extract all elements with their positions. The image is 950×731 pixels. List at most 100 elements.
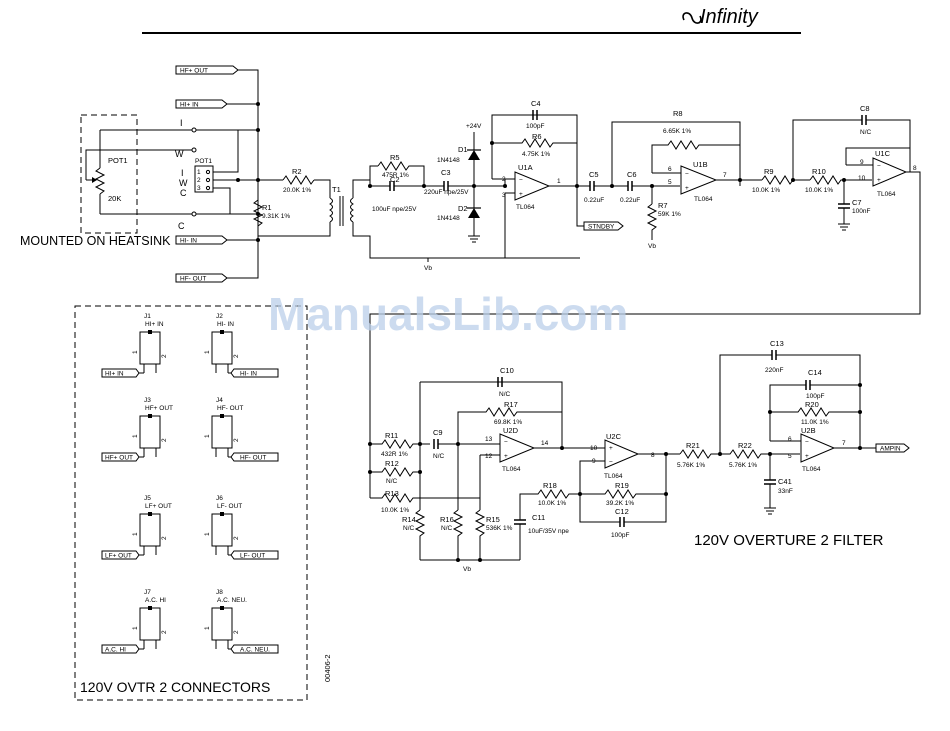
c2-value: 100uF npe/25V — [372, 206, 417, 213]
svg-text:+: + — [805, 453, 809, 460]
vb-label-3: Vb — [463, 566, 471, 573]
r19-ref: R19 — [615, 481, 629, 490]
r2-value: 20.0K 1% — [283, 187, 311, 194]
connector-id: J7 — [144, 589, 151, 596]
c11-value: 10uF/35V npe — [528, 528, 569, 535]
port-stndby-label: STNDBY — [588, 224, 615, 231]
port-hf-neg-out — [175, 273, 228, 283]
r5-value: 475R 1% — [382, 172, 409, 179]
wire-label-c: C — [178, 221, 185, 231]
pot1-name: POT1 — [108, 156, 128, 165]
svg-text:5: 5 — [788, 453, 792, 460]
svg-text:1: 1 — [557, 178, 561, 185]
connectors-panel: 120V OVTR 2 CONNECTORS — [74, 305, 308, 701]
u2d-part: TL064 — [502, 466, 521, 473]
u2b-part: TL064 — [802, 466, 821, 473]
c9-value: N/C — [433, 453, 445, 460]
connector-tab — [220, 512, 224, 516]
svg-text:13: 13 — [485, 436, 493, 443]
u2d-opamp — [499, 433, 536, 463]
connector-flag-label: HF+ OUT — [105, 455, 133, 462]
connector-name: LF+ OUT — [145, 503, 172, 510]
connector-id: J6 — [216, 495, 223, 502]
r18-value: 10.0K 1% — [538, 500, 566, 507]
connector-flag-label: LF+ OUT — [105, 553, 132, 560]
c14-ref: C14 — [808, 368, 822, 377]
c6-ref: C6 — [627, 170, 637, 179]
svg-text:8: 8 — [913, 165, 917, 172]
connector-name: HI+ IN — [145, 321, 164, 328]
pot1-pin-1: 1 — [197, 169, 201, 176]
c10-value: N/C — [499, 391, 511, 398]
port-hi-pos-in-label: HI+ IN — [180, 102, 199, 109]
svg-text:6: 6 — [788, 436, 792, 443]
r13-ref: R13 — [385, 489, 399, 498]
port-ampin-label: AMPIN — [880, 446, 901, 453]
port-ampin — [875, 443, 910, 453]
svg-text:+: + — [877, 177, 881, 184]
connector-j8: J8A.C. NEU.12A.C. NEU. — [204, 589, 279, 654]
connector-flag-label: LF- OUT — [240, 553, 265, 560]
connector-name: A.C. HI — [145, 597, 166, 604]
connector-tab — [148, 414, 152, 418]
u1a-part: TL064 — [516, 204, 535, 211]
r10-ref: R10 — [812, 167, 826, 176]
u1b-stage: C5 0.22uF C6 0.22uF R7 59K 1% Vb − + U1B… — [584, 109, 762, 250]
connector-pin-1: 1 — [204, 434, 211, 438]
pot1-pin-3: 3 — [197, 185, 201, 192]
u2c-ref: U2C — [606, 432, 622, 441]
port-wires — [227, 69, 260, 279]
d1-value: 1N4148 — [437, 157, 460, 164]
r2-resistor — [282, 175, 315, 185]
connectors-boundary — [74, 305, 308, 701]
r6-value: 4.75K 1% — [522, 151, 550, 158]
svg-text:6: 6 — [668, 166, 672, 173]
u1c-ref: U1C — [875, 149, 891, 158]
u1b-ref: U1B — [693, 160, 708, 169]
c10-ref: C10 — [500, 366, 514, 375]
r20-value: 11.0K 1% — [801, 419, 829, 426]
connector-pin-2: 2 — [161, 438, 168, 442]
connector-body — [211, 415, 233, 449]
r5-ref: R5 — [390, 153, 400, 162]
r7-value: 59K 1% — [658, 211, 681, 218]
svg-text:+: + — [685, 185, 689, 192]
connectors-title: 120V OVTR 2 CONNECTORS — [80, 679, 270, 695]
connector-body — [211, 331, 233, 365]
svg-text:10: 10 — [858, 175, 866, 182]
connector-body — [211, 607, 233, 641]
connector-body — [139, 415, 161, 449]
connector-id: J4 — [216, 397, 223, 404]
port-hf-pos-out — [175, 65, 239, 75]
svg-text:−: − — [685, 171, 689, 178]
c13-value: 220nF — [765, 367, 783, 374]
r7-ref: R7 — [658, 201, 668, 210]
svg-text:7: 7 — [842, 440, 846, 447]
connector-id: J3 — [144, 397, 151, 404]
c41-value: 33nF — [778, 488, 793, 495]
r15-ref: R15 — [486, 515, 500, 524]
r1-value: 9.31K 1% — [262, 213, 290, 220]
connector-pin-2: 2 — [161, 630, 168, 634]
filter-title: 120V OVERTURE 2 FILTER — [694, 532, 884, 549]
connector-flag-label: HI- IN — [240, 371, 257, 378]
d2-value: 1N4148 — [437, 215, 460, 222]
port-stndby — [583, 221, 624, 231]
connector-body — [211, 513, 233, 547]
connector-id: J5 — [144, 495, 151, 502]
connector-flag-label: A.C. NEU. — [240, 647, 270, 654]
connector-id: J2 — [216, 313, 223, 320]
connector-name: HF+ OUT — [145, 405, 173, 412]
c7-value: 100nF — [852, 208, 870, 215]
r14-ref: R14 — [402, 515, 416, 524]
u2b-stage: R21 5.76K 1% C13 220nF R22 5.76K 1% C41 … — [677, 339, 910, 515]
supply-plus24: +24V — [466, 123, 482, 130]
connector-pin-2: 2 — [161, 536, 168, 540]
c4-ref: C4 — [531, 99, 541, 108]
svg-text:5: 5 — [668, 179, 672, 186]
u1a-opamp — [514, 171, 551, 201]
r16-value: N/C — [441, 525, 453, 532]
